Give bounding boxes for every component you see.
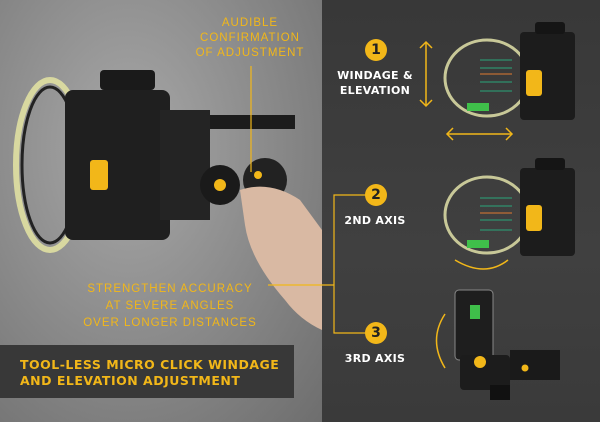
third-axis-image [454,289,560,400]
callout-line: CONFIRMATION [200,32,300,44]
callout-line: AUDIBLE [221,17,279,29]
feature-label-line: 2ND AXIS [344,214,406,227]
audible-confirmation-callout: AUDIBLE CONFIRMATION OF ADJUSTMENT [190,16,310,61]
callout-line: OVER LONGER DISTANCES [83,317,257,329]
horizontal-arrow-icon [445,127,514,141]
callout-line: AT SEVERE ANGLES [105,300,235,312]
vertical-arrow-icon [419,40,433,108]
bow-sight-main-image [13,70,322,330]
feature-label-line: ELEVATION [339,84,411,97]
axis-bracket [333,194,366,334]
callout-line: STRENGTHEN ACCURACY [87,283,253,295]
rotate-arrow-icon [454,259,509,270]
strengthen-accuracy-callout: STRENGTHEN ACCURACY AT SEVERE ANGLES OVE… [70,281,270,332]
feature-label-line: WINDAGE & [337,69,413,82]
banner-line: TOOL-LESS MICRO CLICK WINDAGE [20,357,280,372]
feature-label-line: 3RD AXIS [344,352,406,365]
windage-elevation-image [443,22,575,120]
callout-line: OF ADJUSTMENT [195,47,305,59]
feature-number-badge: 2 [365,184,387,206]
feature-label: 2ND AXIS [330,213,420,228]
feature-number-badge: 1 [365,39,387,61]
tilt-arrow-icon [435,313,446,369]
headline-banner: TOOL-LESS MICRO CLICK WINDAGE AND ELEVAT… [0,345,294,398]
banner-line: AND ELEVATION ADJUSTMENT [20,373,241,388]
feature-number-badge: 3 [365,322,387,344]
second-axis-image [443,158,575,256]
feature-label: WINDAGE & ELEVATION [330,68,420,98]
feature-label: 3RD AXIS [330,351,420,366]
